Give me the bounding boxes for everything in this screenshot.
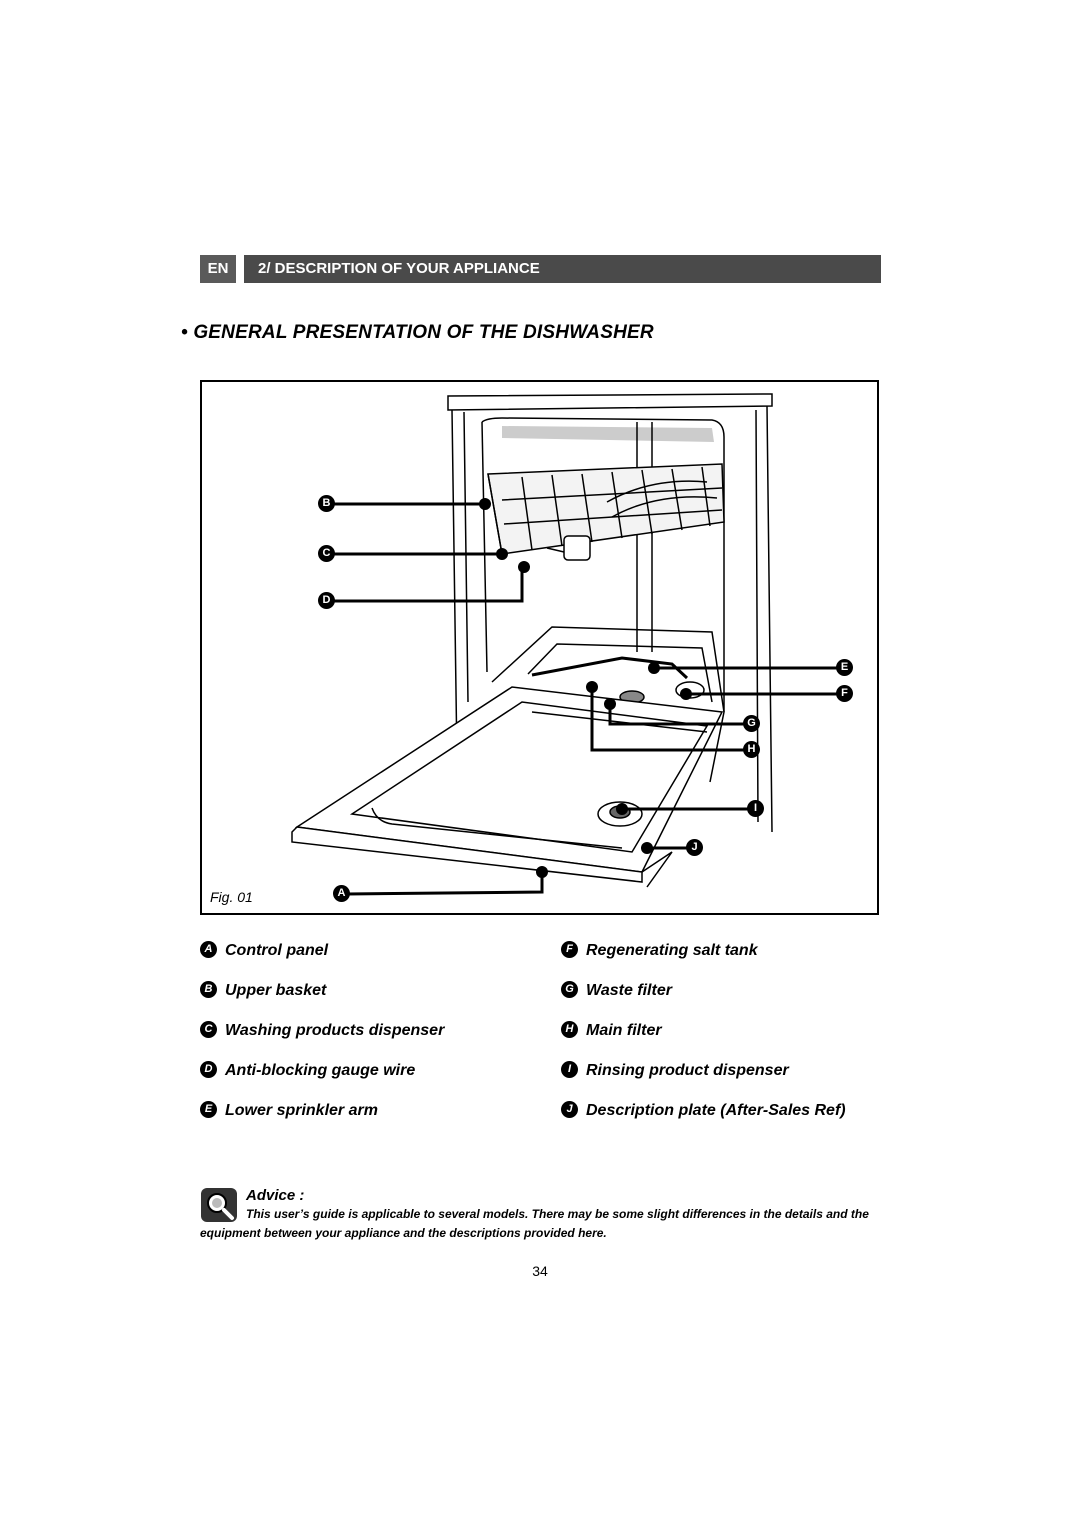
legend-text: Regenerating salt tank [586, 942, 758, 959]
legend-item: E Lower sprinkler arm [200, 1101, 378, 1120]
legend-letter: B [200, 981, 217, 999]
callout-f: F [836, 685, 853, 702]
legend-letter: E [200, 1101, 217, 1119]
page-number: 34 [532, 1263, 548, 1279]
advice-title: Advice : [246, 1187, 305, 1204]
callout-a: A [333, 885, 350, 902]
legend-text: Waste filter [586, 982, 672, 999]
legend-item: J Description plate (After-Sales Ref) [561, 1101, 846, 1120]
callout-g: G [743, 715, 760, 732]
legend-item: F Regenerating salt tank [561, 941, 758, 960]
callout-b: B [318, 495, 335, 512]
legend-text: Upper basket [225, 982, 327, 999]
legend-letter: J [561, 1101, 578, 1119]
callout-c: C [318, 545, 335, 562]
legend-letter: I [561, 1061, 578, 1079]
legend-text: Washing products dispenser [225, 1022, 445, 1039]
legend-text: Control panel [225, 942, 329, 959]
callout-j: J [686, 839, 703, 856]
legend-item: D Anti-blocking gauge wire [200, 1061, 416, 1080]
section-title: 2/ DESCRIPTION OF YOUR APPLIANCE [244, 255, 881, 283]
legend-text: Description plate (After-Sales Ref) [586, 1102, 846, 1119]
legend-letter: D [200, 1061, 217, 1079]
section-header: EN 2/ DESCRIPTION OF YOUR APPLIANCE [200, 255, 881, 283]
legend-text: Anti-blocking gauge wire [225, 1062, 416, 1079]
figure-label: Fig. 01 [210, 889, 253, 905]
dishwasher-illustration [291, 393, 842, 896]
callout-d: D [318, 592, 335, 609]
legend-item: B Upper basket [200, 981, 327, 1000]
legend-text: Rinsing product dispenser [586, 1062, 789, 1079]
legend-item: G Waste filter [561, 981, 672, 1000]
legend-item: C Washing products dispenser [200, 1021, 445, 1040]
page-title: • GENERAL PRESENTATION OF THE DISHWASHER [181, 322, 654, 343]
legend-text: Main filter [586, 1022, 662, 1039]
legend-letter: F [561, 941, 578, 959]
legend-text: Lower sprinkler arm [225, 1102, 378, 1119]
legend-item: H Main filter [561, 1021, 662, 1040]
legend-letter: G [561, 981, 578, 999]
dishwasher-figure: B C D E F G H I J A Fig. 01 [200, 380, 879, 915]
legend-letter: A [200, 941, 217, 959]
magnifier-icon [201, 1188, 237, 1222]
language-tag: EN [200, 255, 236, 283]
callout-e: E [836, 659, 853, 676]
legend-item: A Control panel [200, 941, 329, 960]
advice-text: This user’s guide is applicable to sever… [200, 1207, 869, 1240]
legend-letter: H [561, 1021, 578, 1039]
legend-letter: C [200, 1021, 217, 1039]
callout-h: H [743, 741, 760, 758]
callout-i: I [747, 800, 764, 817]
legend-item: I Rinsing product dispenser [561, 1061, 789, 1080]
